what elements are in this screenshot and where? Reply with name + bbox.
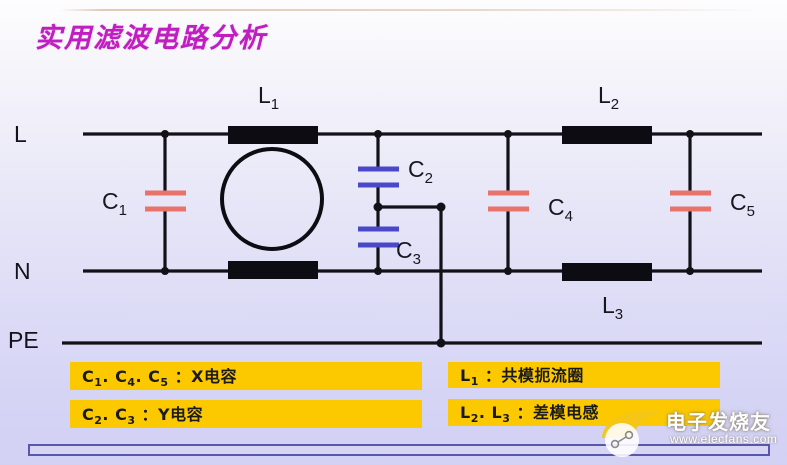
node-C1-N [161,267,169,275]
node-C4-N [504,267,512,275]
node-PE-corner [436,202,446,212]
rail-label-L: L [14,121,27,147]
component-label-L2: L2 [598,82,619,113]
node-C4-L [504,130,512,138]
node-C1-L [161,130,169,138]
node-C3-N [374,267,382,275]
node-C5-L [686,130,694,138]
node-C5-N [686,267,694,275]
component-label-L1: L1 [258,82,279,113]
legend-differential-mode-inductor: L2. L3 ：差模电感 [448,399,720,426]
component-label-C2: C2 [408,156,433,187]
legend-common-mode-choke-text: L1 ：共模扼流圈 [460,365,584,389]
top-divider-rule [60,9,760,11]
component-label-C1: C1 [102,188,127,219]
inductor-L3-body [562,263,652,281]
node-PE-ground [436,338,446,348]
legend-differential-mode-inductor-text: L2. L3 ：差模电感 [460,403,599,426]
component-label-C4: C4 [548,194,573,225]
node-C2-L [374,130,382,138]
legend-x-capacitors: C1. C4. C5 ：X电容 [70,362,422,390]
rail-label-N: N [14,258,31,284]
component-label-L3: L3 [602,292,623,323]
bottom-decorative-bar [28,444,770,456]
inductor-L1-core-circle [220,147,324,251]
legend-common-mode-choke: L1 ：共模扼流圈 [448,362,720,388]
legend-y-capacitors: C2. C3 ：Y电容 [70,400,422,428]
legend-y-capacitors-text: C2. C3 ：Y电容 [82,404,204,428]
rail-label-PE: PE [8,327,39,353]
legend-x-capacitors-text: C1. C4. C5 ：X电容 [82,366,237,390]
inductor-L2-body [562,126,652,144]
page-title: 实用滤波电路分析 [35,23,267,54]
inductor-L1-winding-bottom [228,261,318,279]
component-label-C5: C5 [730,189,755,220]
component-label-C3: C3 [396,237,421,268]
filter-circuit-schematic: L N PE C1 L1 C [8,82,762,353]
inductor-L1-winding-top [228,126,318,144]
